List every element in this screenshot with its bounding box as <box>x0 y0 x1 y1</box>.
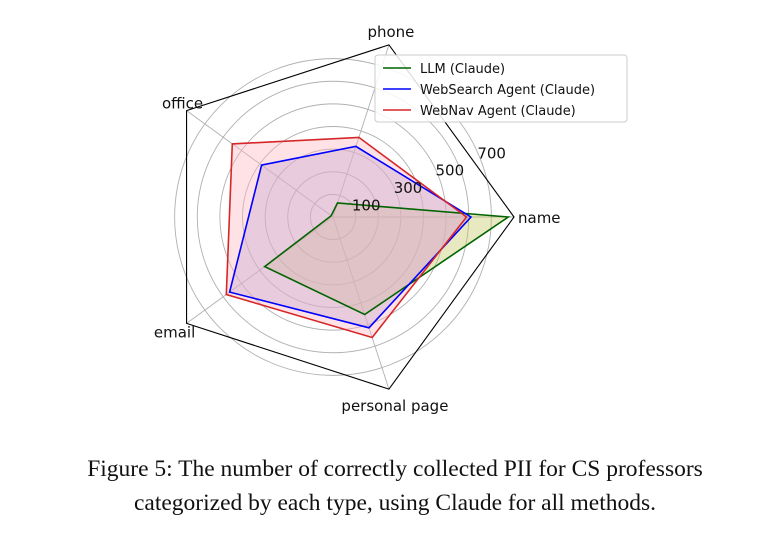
series-fill-2 <box>226 137 467 338</box>
axis-label-phone: phone <box>367 23 414 41</box>
grid-spoke <box>186 216 334 324</box>
legend: LLM (Claude) WebSearch Agent (Claude) WebN… <box>374 54 628 123</box>
radar-chart: 100 300 500 700 name phone office email personal… <box>154 23 628 415</box>
axis-label-personal-page: personal page <box>341 397 448 415</box>
legend-label: LLM (Claude) <box>420 62 505 77</box>
series-fill-0 <box>264 203 509 315</box>
r-tick-label: 700 <box>477 144 506 162</box>
axis-label-email: email <box>154 323 195 341</box>
legend-box <box>374 54 628 123</box>
legend-label: WebSearch Agent (Claude) <box>420 83 595 98</box>
series-line-1 <box>228 145 473 329</box>
legend-label: WebNav Agent (Claude) <box>420 104 576 119</box>
grid-spoke <box>186 110 334 218</box>
r-tick-label: 500 <box>436 162 465 180</box>
series-line-0 <box>263 202 511 316</box>
r-tick-label: 300 <box>394 179 423 197</box>
figure-caption: Figure 5: The number of correctly collec… <box>87 456 703 516</box>
series-line-2 <box>225 136 468 339</box>
axis-label-name: name <box>518 209 561 227</box>
grid-spoke <box>332 216 390 390</box>
r-tick-label: 100 <box>352 196 381 214</box>
axis-label-office: office <box>162 95 203 113</box>
